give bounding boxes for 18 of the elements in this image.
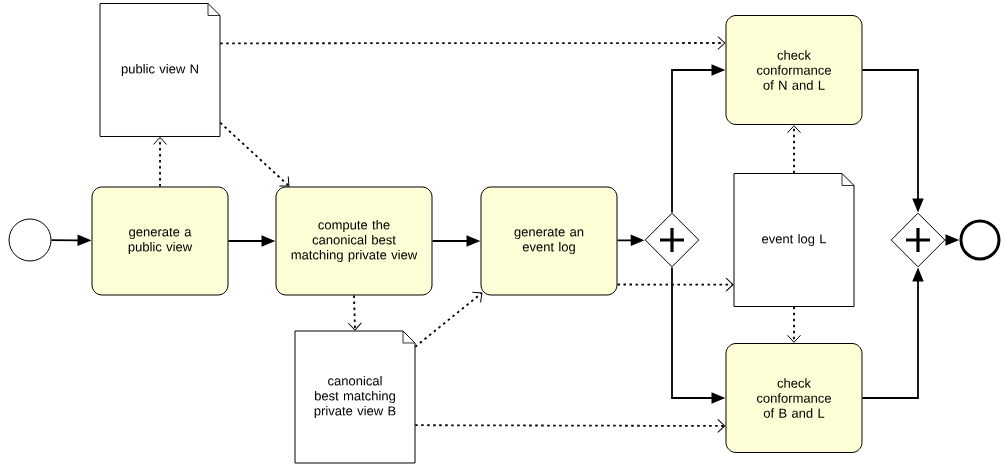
association-arrow xyxy=(219,121,290,187)
start-event-circle xyxy=(8,218,52,262)
association-arrow xyxy=(787,125,801,175)
association-arrow xyxy=(219,36,726,50)
association-arrow xyxy=(153,136,167,188)
task-box: check conformance of N and L xyxy=(725,15,863,125)
task-box: check conformance of B and L xyxy=(725,343,863,453)
association-arrow xyxy=(414,291,483,348)
parallel-gateway xyxy=(644,212,700,268)
task-box: generate a public view xyxy=(91,186,229,296)
association-arrow xyxy=(787,305,801,343)
end-event-circle xyxy=(959,219,1001,261)
association-arrow xyxy=(616,277,734,292)
parallel-gateway xyxy=(890,212,946,268)
association-arrow xyxy=(414,418,726,433)
association-arrow xyxy=(347,294,362,331)
task-box: compute the canonical best matching private view xyxy=(275,186,433,296)
task-box: generate an event log xyxy=(480,186,618,296)
